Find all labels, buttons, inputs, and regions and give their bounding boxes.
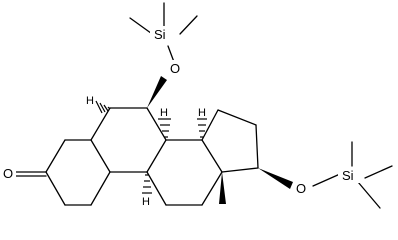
h-label-c9: H [142,196,150,208]
bond-c13-c12 [201,171,223,206]
wedge-c17-o [258,168,293,189]
bond-c15-c16 [217,109,257,126]
bond-c14-c13 [201,139,223,173]
bond-c8-c9 [146,139,167,173]
bond-si2-me-right [364,165,393,179]
h-label-c5: H [86,95,94,107]
bond-c3-c4 [45,171,66,206]
bond-o1-si1 [167,45,175,63]
bond-si2-me-down [357,181,381,209]
bond-c11-c9 [146,171,167,206]
hash-c14-h [197,118,207,138]
hash-c8-h [158,118,171,138]
wedge-c7-o [147,76,167,108]
o-label-ketone: O [3,166,13,181]
molecule-drawing: Si O Si O O H H H H [2,2,393,209]
si-label-top: Si [154,27,166,42]
hash-c9-h [142,174,152,194]
bond-o3-si2 [312,173,341,187]
bond-c5-c6 [90,107,111,141]
o-label-c17: O [296,181,306,196]
structure-canvas: Si O Si O O H H H H [2,2,393,209]
bond-c2-c3 [45,139,66,173]
o-label-c7: O [170,61,180,76]
bond-si1-me-right [179,15,198,35]
bond-c14-c15 [201,109,219,141]
hash-c5-h [95,100,111,114]
bond-c10-c1 [90,139,111,173]
bond-c5-c10 [90,171,111,206]
bond-c16-c17 [255,124,259,169]
h-label-c8: H [160,107,168,119]
bond-c7-c8 [146,107,167,141]
wedge-c13-methyl [219,172,226,204]
bond-c17-c13 [221,167,259,173]
h-label-c14: H [198,107,206,119]
si-label-right: Si [342,168,354,183]
